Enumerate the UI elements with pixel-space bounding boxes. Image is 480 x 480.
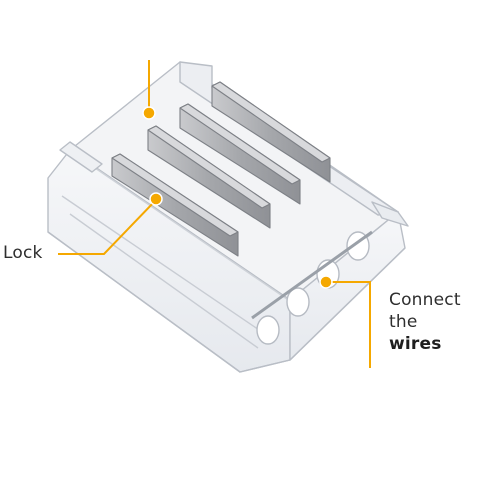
contact-blades [111, 81, 331, 257]
blade-1 [111, 153, 239, 257]
callout-dot-icon [149, 192, 163, 206]
wire-hole-1 [256, 315, 280, 345]
connect-label-line-3: wires [389, 334, 442, 354]
connect-wires-label: Connect the wires [389, 289, 461, 355]
lock-label: Lock [3, 243, 43, 263]
connect-label-line-1: Connect [389, 290, 461, 310]
connect-label-line-2: the [389, 312, 418, 332]
callout-dot-icon [142, 106, 156, 120]
housing-bottom-edge [47, 231, 406, 373]
callout-dot-icon [319, 275, 333, 289]
lock-callout-line [58, 199, 157, 255]
blade-4 [211, 81, 331, 183]
wires-callout-line [326, 281, 371, 368]
blade-3 [179, 103, 301, 205]
callouts [58, 60, 371, 368]
wire-hole-2 [286, 287, 310, 317]
blade-2 [147, 125, 271, 229]
